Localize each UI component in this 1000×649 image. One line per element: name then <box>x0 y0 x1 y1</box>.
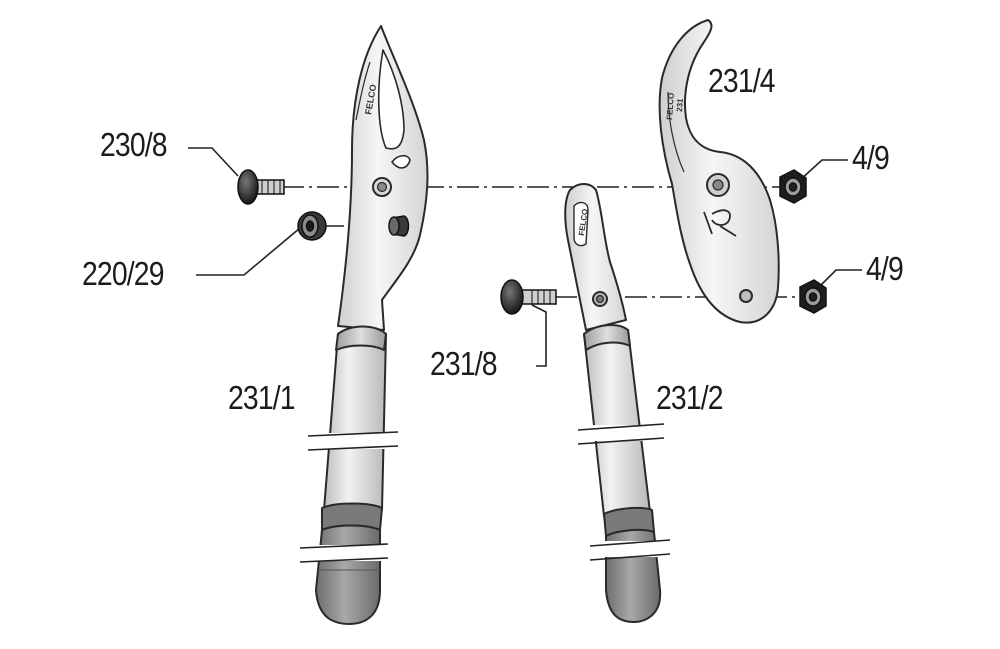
nut-4-9-upper <box>779 169 807 204</box>
right-handle-break-lower <box>589 539 671 561</box>
bolt-230-8 <box>237 169 285 205</box>
nut-4-9-lower <box>799 279 827 314</box>
bolt-231-8-thread-lines <box>531 290 551 304</box>
bolt-230-8-head <box>237 169 259 205</box>
right-handle-break-upper <box>577 423 665 445</box>
upper-blade-lower-hole <box>739 289 753 303</box>
leader-4-9-b <box>815 269 862 291</box>
left-blade-sleeve-face <box>388 216 400 236</box>
label-231-1: 231/1 <box>228 379 296 416</box>
upper-blade-felco-mark <box>703 209 737 237</box>
leader-230-8 <box>188 147 239 177</box>
left-blade-notch <box>391 154 411 169</box>
left-blade-sleeve <box>388 215 410 237</box>
right-tube <box>583 325 651 517</box>
upper-blade-model: 231 <box>675 98 685 112</box>
left-handle-break-upper <box>307 431 399 451</box>
left-blade-brand-area <box>355 61 371 121</box>
label-4-9-upper: 4/9 <box>852 139 890 176</box>
right-anvil-recess <box>573 201 589 247</box>
label-220-29: 220/29 <box>82 255 165 292</box>
label-230-8: 230/8 <box>100 126 168 163</box>
nut-4-9-upper-bore <box>788 182 798 192</box>
bolt-231-8-head <box>500 279 524 315</box>
label-231-8: 231/8 <box>430 345 498 382</box>
upper-blade-pivot-inner <box>712 179 724 191</box>
leader-lines <box>188 147 862 367</box>
bushing-220-29 <box>297 211 327 241</box>
leader-4-9-a <box>799 159 848 181</box>
upper-blade-231-4 <box>658 19 780 324</box>
leader-231-8 <box>531 304 547 367</box>
upper-blade-logo: FELCO <box>665 92 676 120</box>
leader-220-29 <box>196 227 301 276</box>
label-231-2: 231/2 <box>656 379 724 416</box>
left-grip <box>315 524 381 625</box>
upper-blade-body <box>658 19 780 324</box>
left-blade-slot <box>377 49 405 150</box>
upper-blade-edge <box>667 91 685 173</box>
left-handle-231-1 <box>315 25 429 625</box>
left-handle-break-lower <box>299 543 389 563</box>
right-collar <box>583 324 631 351</box>
right-pivot-hole-inner <box>595 294 605 304</box>
bushing-220-29-bore <box>305 220 315 232</box>
nut-4-9-lower-bore <box>808 292 818 302</box>
bolt-231-8 <box>500 279 557 315</box>
left-pivot-hole-inner <box>376 181 388 193</box>
label-4-9-lower: 4/9 <box>866 250 904 287</box>
left-collar <box>335 325 387 351</box>
bolt-230-8-thread-lines <box>261 180 281 194</box>
anvil-logo: FELCO <box>577 208 590 236</box>
left-tube <box>323 327 387 511</box>
label-231-4: 231/4 <box>708 62 776 99</box>
